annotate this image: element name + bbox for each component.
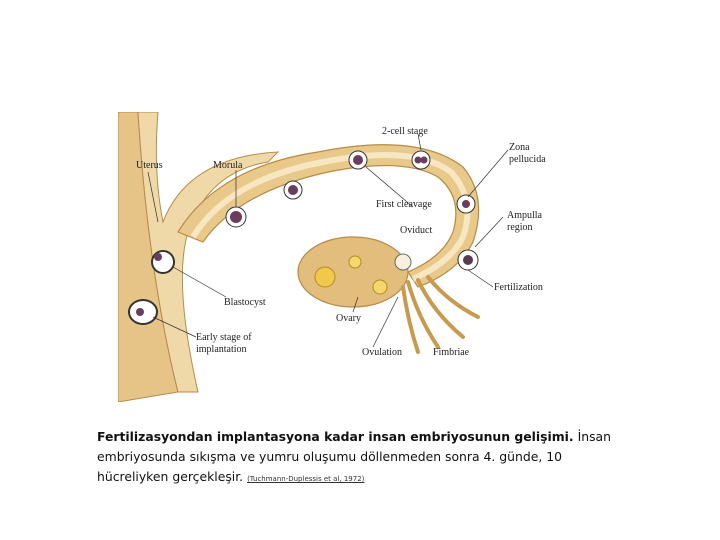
fimbriae	[401, 275, 480, 354]
caption-bold: Fertilizasyondan implantasyona kadar ins…	[97, 429, 574, 444]
oviduct-lumen	[190, 151, 471, 282]
label-morula: Morula	[213, 160, 243, 171]
follicle	[372, 279, 388, 295]
caption-citation: (Tuchmann-Duplessis et al, 1972)	[247, 475, 365, 483]
label-ovary: Ovary	[336, 313, 361, 324]
label-uterus: Uterus	[136, 160, 163, 171]
label-pellucida: pellucida	[509, 154, 546, 165]
follicle	[348, 255, 362, 269]
label-zona: Zona	[509, 142, 530, 153]
ovary	[297, 236, 409, 308]
label-early-stage: Early stage of	[196, 332, 252, 343]
label-first-cleavage: First cleavage	[376, 199, 432, 210]
label-fertilization: Fertilization	[494, 282, 543, 293]
caption-text: İnsan embriyosunda sıkışma ve yumru oluş…	[97, 429, 611, 484]
follicle	[314, 266, 336, 288]
leader-lines	[147, 133, 509, 348]
label-ovulation: Ovulation	[362, 347, 402, 358]
label-implantation: implantation	[196, 344, 247, 355]
label-region: region	[507, 222, 533, 233]
label-oviduct: Oviduct	[400, 225, 433, 236]
figure-caption: Fertilizasyondan implantasyona kadar ins…	[97, 427, 617, 489]
label-ampulla: Ampulla	[507, 210, 542, 221]
diagram-artwork	[118, 112, 509, 402]
embryo-development-diagram: 2-cell stage Uterus Morula Zona pellucid…	[118, 112, 558, 402]
label-2-cell-stage: 2-cell stage	[382, 126, 428, 137]
follicle	[394, 253, 412, 271]
label-blastocyst: Blastocyst	[224, 297, 266, 308]
egg-nucleus	[463, 255, 473, 265]
label-fimbriae: Fimbriae	[433, 347, 470, 358]
